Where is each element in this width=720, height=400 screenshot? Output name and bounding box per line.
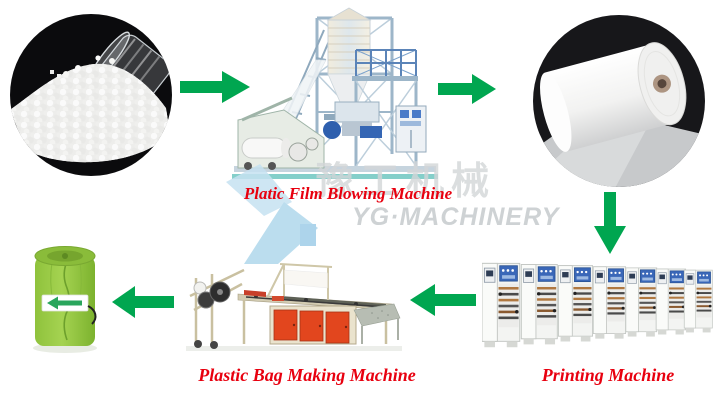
green-bag-roll-illustration	[33, 246, 97, 353]
yg-logo-watermark	[226, 164, 318, 264]
red-clamp	[272, 296, 284, 301]
arrow-shape	[410, 284, 476, 316]
output-table	[353, 303, 401, 344]
arrow-shape	[112, 286, 174, 318]
logo-square	[300, 224, 316, 246]
film-bubble	[326, 7, 372, 103]
plastic-pellets-photo	[10, 14, 172, 176]
bag-tie-cord	[87, 305, 97, 325]
film-roll	[540, 42, 687, 152]
flow-arrow-right-icon	[180, 71, 250, 103]
unwinder-unit	[189, 268, 245, 349]
watermark-chinese-text: 豫工机械	[316, 161, 497, 203]
winding-unit	[237, 96, 325, 170]
logo-upper-band	[226, 164, 292, 216]
printing-machine-label: Printing Machine	[541, 365, 675, 385]
control-cabinet	[395, 105, 427, 153]
film-blowing-machine-illustration	[232, 7, 438, 179]
roll-core	[62, 253, 68, 259]
arrow-shape	[438, 74, 496, 104]
flow-arrow-left-icon	[410, 284, 476, 316]
pellet-pile	[10, 55, 170, 163]
label-with-arrow	[41, 294, 89, 312]
watermark-brand-text: YG·MACHINERY	[352, 203, 560, 231]
extruder-unit	[323, 101, 382, 139]
printing-units	[482, 262, 713, 348]
cabinet-with-red-doors	[269, 305, 357, 345]
overhead-frame	[267, 263, 333, 300]
printing-machine-illustration	[482, 262, 713, 348]
machine-base-strip	[232, 174, 438, 179]
film-machine-label: Platic Film Blowing Machine	[243, 184, 453, 203]
floor-strip	[186, 346, 402, 351]
logo-lower-triangle	[244, 202, 318, 264]
flow-arrow-down-icon	[594, 192, 626, 254]
blank-film-roll-photo	[533, 15, 705, 187]
arrow-shape	[594, 192, 626, 254]
flow-arrow-left-icon	[112, 286, 174, 318]
machine-base	[234, 166, 436, 172]
label-arrow-left-icon	[47, 296, 82, 310]
flow-arrow-right-icon	[438, 74, 496, 104]
red-guide-bar	[244, 290, 266, 297]
bag-machine-label: Plastic Bag Making Machine	[198, 365, 416, 385]
arrow-shape	[180, 71, 250, 103]
bag-making-machine-illustration	[186, 263, 402, 351]
